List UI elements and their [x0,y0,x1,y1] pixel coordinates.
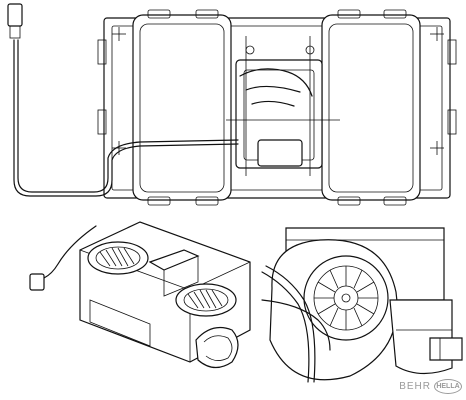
side-view-blower [261,227,463,383]
top-view-blower-assembly [7,3,457,206]
top-view-connector-plug [7,3,23,27]
mounting-frame [103,17,451,199]
top-view-cable [13,39,239,197]
right-fan-housing [321,14,421,201]
side-view-hose [265,265,316,383]
brand-logo: BEHR HELLA [399,379,462,394]
iso-cable [43,225,97,279]
side-view-fan-wheel [303,255,389,341]
brand-wordmark: BEHR [399,381,431,392]
isometric-view-blower [29,221,251,369]
iso-connector-plug [29,273,45,291]
left-fan-housing [132,14,232,201]
fan-blades [314,266,378,330]
brand-badge: HELLA [434,379,462,394]
